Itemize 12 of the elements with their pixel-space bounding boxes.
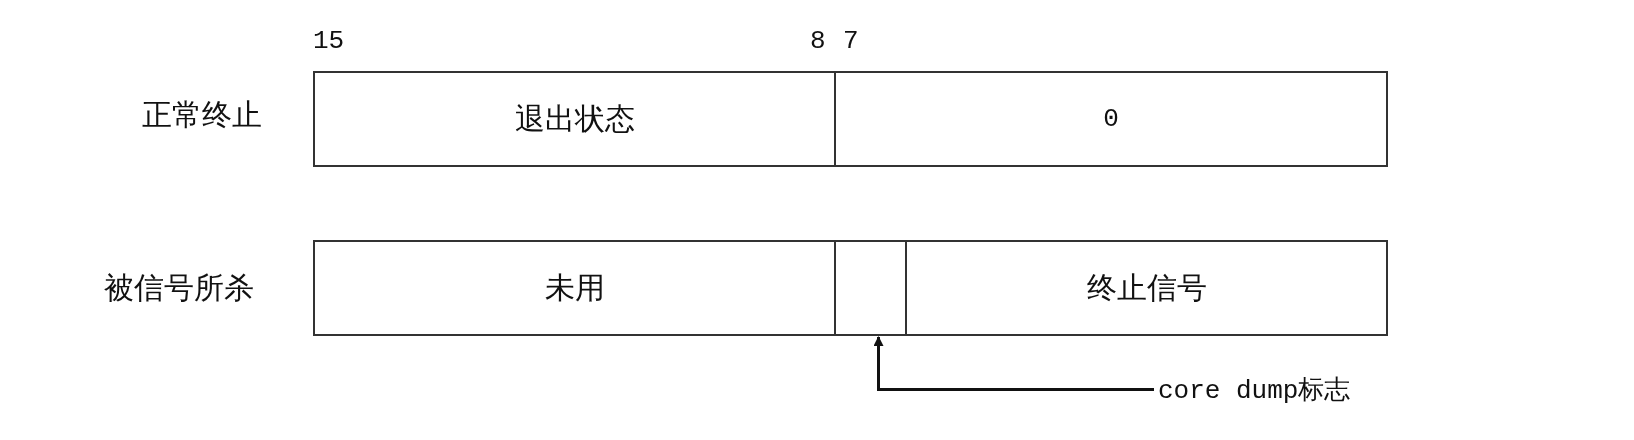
- bit-field-cell: 未用: [313, 240, 836, 336]
- row-label: 被信号所杀: [104, 269, 254, 307]
- bit-field-cell: 终止信号: [905, 240, 1388, 336]
- callout-text: core dump标志: [1158, 372, 1351, 407]
- row-label: 正常终止: [142, 96, 262, 134]
- bit-field-cell: [834, 240, 907, 336]
- bit-field-cell: 退出状态: [313, 71, 836, 167]
- leader-line: [873, 336, 1154, 391]
- bit-number: 8: [810, 26, 826, 56]
- bit-number: 7: [843, 26, 859, 56]
- bit-number: 15: [313, 26, 345, 56]
- bit-field-cell: 0: [834, 71, 1388, 167]
